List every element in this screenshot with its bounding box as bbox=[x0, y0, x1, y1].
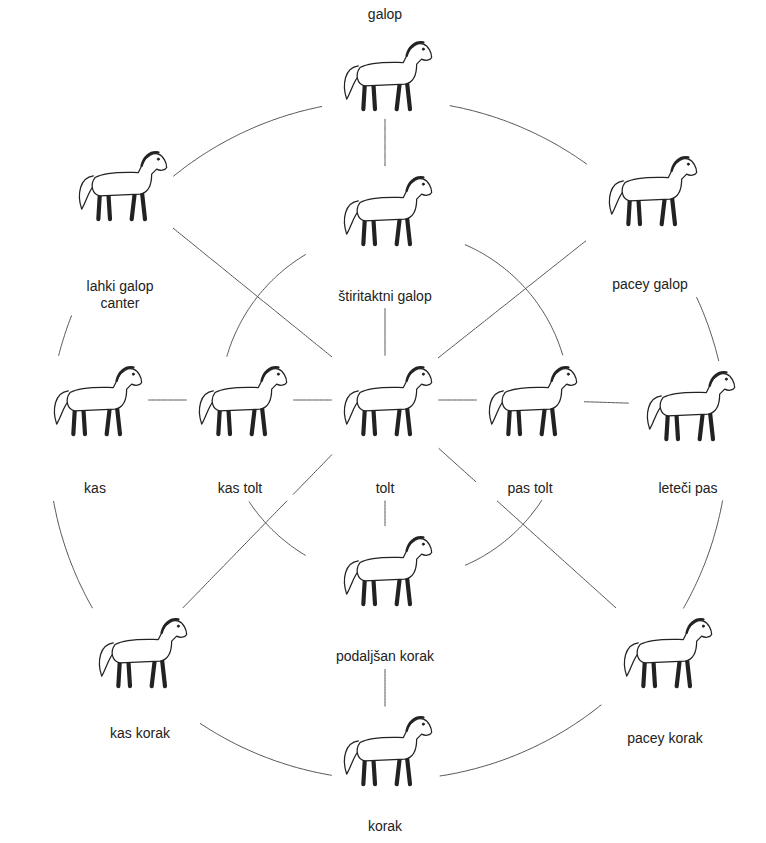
horse-figure bbox=[624, 619, 711, 686]
gait-connector bbox=[385, 501, 386, 526]
gait-node: tolt bbox=[335, 360, 435, 440]
gait-node: kas tolt bbox=[190, 360, 290, 440]
gait-label: lahki galop canter bbox=[75, 278, 165, 312]
gait-connector bbox=[584, 402, 629, 403]
gait-node: korak bbox=[335, 710, 435, 790]
gait-connector bbox=[450, 106, 587, 165]
gait-label: kas korak bbox=[85, 725, 195, 742]
gait-label: kas tolt bbox=[190, 480, 290, 497]
gait-label: pacey galop bbox=[590, 276, 710, 293]
horse-figure bbox=[99, 619, 186, 686]
horse-figure bbox=[344, 177, 431, 244]
horse-figure bbox=[344, 537, 431, 604]
horse-figure bbox=[344, 367, 431, 434]
gait-node: leteči pas bbox=[638, 365, 738, 445]
gait-node: štiritaktni galop bbox=[335, 170, 435, 250]
gait-label: tolt bbox=[340, 480, 430, 497]
gait-label: kas bbox=[50, 480, 140, 497]
gait-connector bbox=[439, 448, 616, 608]
gait-label: štiritaktni galop bbox=[310, 288, 460, 305]
gait-node: pacey korak bbox=[615, 612, 715, 692]
horse-figure bbox=[54, 367, 141, 434]
horse-figure bbox=[647, 372, 734, 439]
gait-label: leteči pas bbox=[633, 480, 743, 497]
gait-connector bbox=[385, 119, 386, 166]
horse-figure bbox=[344, 42, 431, 109]
gait-connector bbox=[385, 308, 386, 356]
gait-node: pacey galop bbox=[600, 150, 700, 230]
gait-connector bbox=[59, 315, 72, 355]
gait-connector bbox=[293, 400, 332, 401]
gait-node: lahki galop canter bbox=[70, 145, 170, 225]
horse-figure bbox=[344, 717, 431, 784]
gait-label: pas tolt bbox=[480, 480, 580, 497]
horse-figure bbox=[199, 367, 286, 434]
gait-label: galop bbox=[325, 6, 445, 23]
gait-connector bbox=[227, 254, 306, 356]
gait-label: pacey korak bbox=[605, 730, 725, 747]
gait-connector bbox=[148, 400, 187, 401]
gait-connector bbox=[249, 502, 306, 556]
gait-node: podaljšan korak bbox=[335, 530, 435, 610]
gait-connector bbox=[54, 501, 93, 608]
horse-figure bbox=[609, 157, 696, 224]
gait-connector bbox=[438, 241, 586, 358]
gait-connector bbox=[385, 669, 386, 707]
gait-connector bbox=[697, 297, 719, 361]
gait-connector bbox=[440, 705, 602, 776]
gait-node: pas tolt bbox=[480, 360, 580, 440]
gait-connector bbox=[465, 245, 563, 356]
gait-label: korak bbox=[340, 818, 430, 835]
gait-connector bbox=[200, 723, 332, 775]
horse-figure bbox=[489, 367, 576, 434]
horse-figure bbox=[79, 152, 166, 219]
gait-label: podaljšan korak bbox=[310, 648, 460, 665]
gait-connector bbox=[438, 400, 477, 401]
gait-connector bbox=[173, 107, 322, 177]
gait-connector bbox=[683, 501, 722, 609]
gait-node: kas bbox=[45, 360, 145, 440]
gait-connector bbox=[465, 500, 542, 565]
gait-connector bbox=[183, 455, 332, 608]
gait-node: kas korak bbox=[90, 612, 190, 692]
gait-node: galop bbox=[335, 35, 435, 115]
gait-connector bbox=[173, 228, 332, 357]
